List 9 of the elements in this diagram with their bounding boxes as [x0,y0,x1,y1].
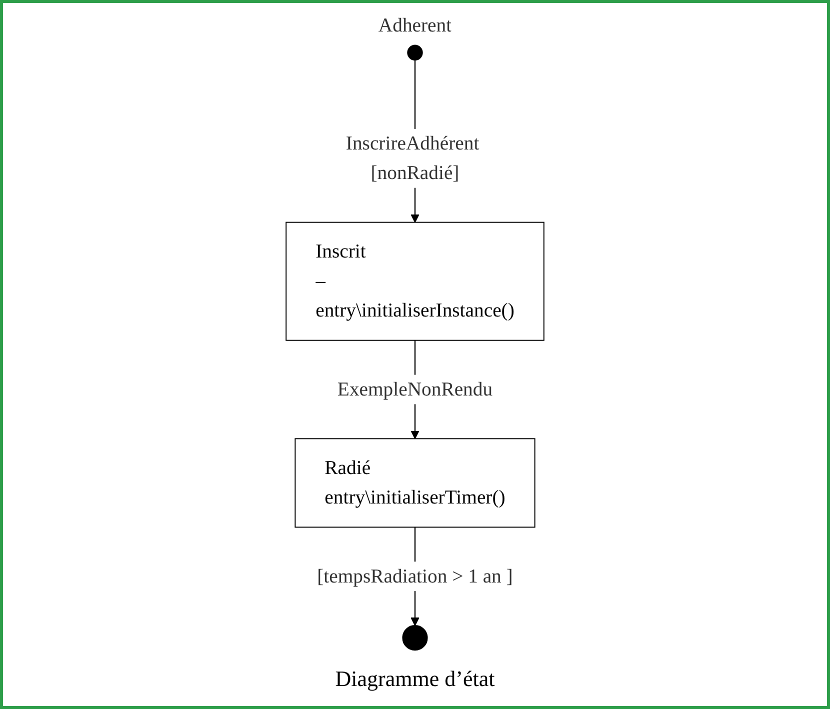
edge-label: ExempleNonRendu [337,378,493,400]
node-circle [407,44,423,61]
node-box: Inscrit –entry\initialiserInstance() [286,222,544,341]
edge-label: InscrireAdhérent [nonRadié] [346,132,480,184]
node-box: Radié entry\initialiserTimer() [294,438,536,528]
diagram-caption: Diagramme d’état [335,666,495,692]
node-bullseye [402,625,428,651]
edge-label: [tempsRadiation > 1 an ] [317,566,513,588]
node-label: Adherent [378,14,452,36]
